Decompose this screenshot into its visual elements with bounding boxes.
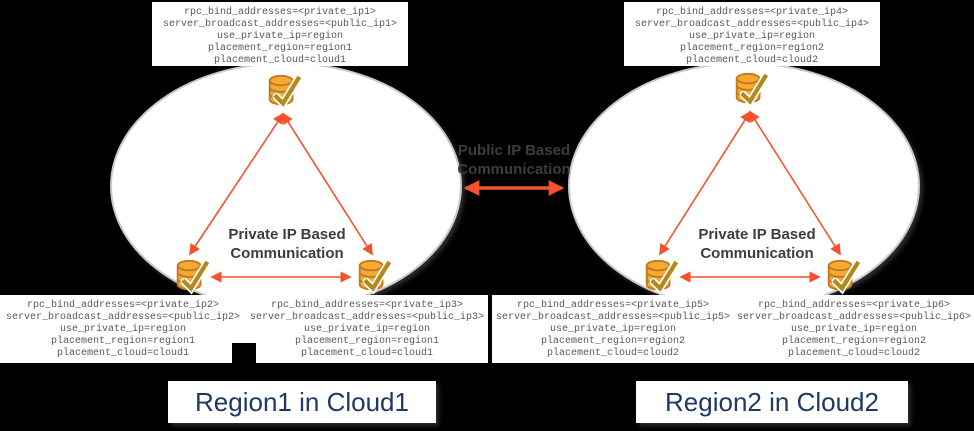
config-line: placement_cloud=cloud1 bbox=[213, 55, 347, 66]
config-line: placement_region=region2 bbox=[679, 43, 825, 54]
config-line: rpc_bind_addresses=<private_ip1> bbox=[183, 7, 377, 18]
private-comm-label-region2: Private IP Based Communication bbox=[677, 225, 837, 263]
config-box-node4: rpc_bind_addresses=<private_ip4> server_… bbox=[624, 2, 880, 66]
private-comm-label-line2: Communication bbox=[700, 245, 814, 262]
config-line: server_broadcast_addresses=<public_ip4> bbox=[634, 19, 870, 30]
public-comm-label: Public IP Based Communication bbox=[434, 141, 594, 179]
config-box-node5: rpc_bind_addresses=<private_ip5> server_… bbox=[492, 295, 734, 363]
private-comm-label-line1: Private IP Based bbox=[698, 226, 816, 243]
config-line: rpc_bind_addresses=<private_ip3> bbox=[270, 300, 464, 311]
config-line: placement_cloud=cloud1 bbox=[300, 348, 434, 359]
region1-title: Region1 in Cloud1 bbox=[168, 381, 436, 423]
config-line: placement_cloud=cloud2 bbox=[685, 55, 819, 66]
config-line: use_private_ip=region bbox=[303, 324, 431, 335]
public-comm-label-line1: Public IP Based bbox=[457, 142, 571, 159]
region2-title-text: Region2 in Cloud2 bbox=[665, 386, 879, 417]
database-check-icon bbox=[264, 72, 302, 110]
config-line: server_broadcast_addresses=<public_ip5> bbox=[495, 312, 731, 323]
config-box-node6: rpc_bind_addresses=<private_ip6> server_… bbox=[734, 295, 974, 363]
config-box-node3: rpc_bind_addresses=<private_ip3> server_… bbox=[246, 295, 488, 363]
config-line: rpc_bind_addresses=<private_ip4> bbox=[655, 7, 849, 18]
config-line: placement_cloud=cloud2 bbox=[787, 348, 921, 359]
config-line: use_private_ip=region bbox=[216, 31, 344, 42]
config-box-node1: rpc_bind_addresses=<private_ip1> server_… bbox=[152, 2, 408, 66]
config-line: placement_cloud=cloud1 bbox=[56, 348, 190, 359]
background-notch bbox=[232, 343, 256, 363]
database-check-icon bbox=[172, 257, 210, 295]
config-line: server_broadcast_addresses=<public_ip2> bbox=[5, 312, 241, 323]
config-line: placement_cloud=cloud2 bbox=[546, 348, 680, 359]
config-line: placement_region=region1 bbox=[50, 336, 196, 347]
config-line: placement_region=region2 bbox=[540, 336, 686, 347]
config-line: server_broadcast_addresses=<public_ip1> bbox=[162, 19, 398, 30]
config-line: server_broadcast_addresses=<public_ip3> bbox=[249, 312, 485, 323]
config-line: rpc_bind_addresses=<private_ip6> bbox=[757, 300, 951, 311]
config-line: use_private_ip=region bbox=[549, 324, 677, 335]
config-line: placement_region=region1 bbox=[294, 336, 440, 347]
config-line: use_private_ip=region bbox=[790, 324, 918, 335]
region1-title-text: Region1 in Cloud1 bbox=[195, 386, 409, 417]
config-box-node2: rpc_bind_addresses=<private_ip2> server_… bbox=[0, 295, 246, 363]
private-comm-label-region1: Private IP Based Communication bbox=[207, 225, 367, 263]
config-line: server_broadcast_addresses=<public_ip6> bbox=[736, 312, 972, 323]
database-check-icon bbox=[731, 70, 769, 108]
config-line: rpc_bind_addresses=<private_ip2> bbox=[26, 300, 220, 311]
config-line: placement_region=region1 bbox=[207, 43, 353, 54]
public-comm-label-line2: Communication bbox=[457, 161, 571, 178]
database-check-icon bbox=[641, 257, 679, 295]
config-line: rpc_bind_addresses=<private_ip5> bbox=[516, 300, 710, 311]
region2-title: Region2 in Cloud2 bbox=[636, 381, 908, 423]
config-line: use_private_ip=region bbox=[688, 31, 816, 42]
config-line: use_private_ip=region bbox=[59, 324, 187, 335]
config-line: placement_region=region2 bbox=[781, 336, 927, 347]
private-comm-label-line1: Private IP Based bbox=[228, 226, 346, 243]
private-comm-label-line2: Communication bbox=[230, 245, 344, 262]
